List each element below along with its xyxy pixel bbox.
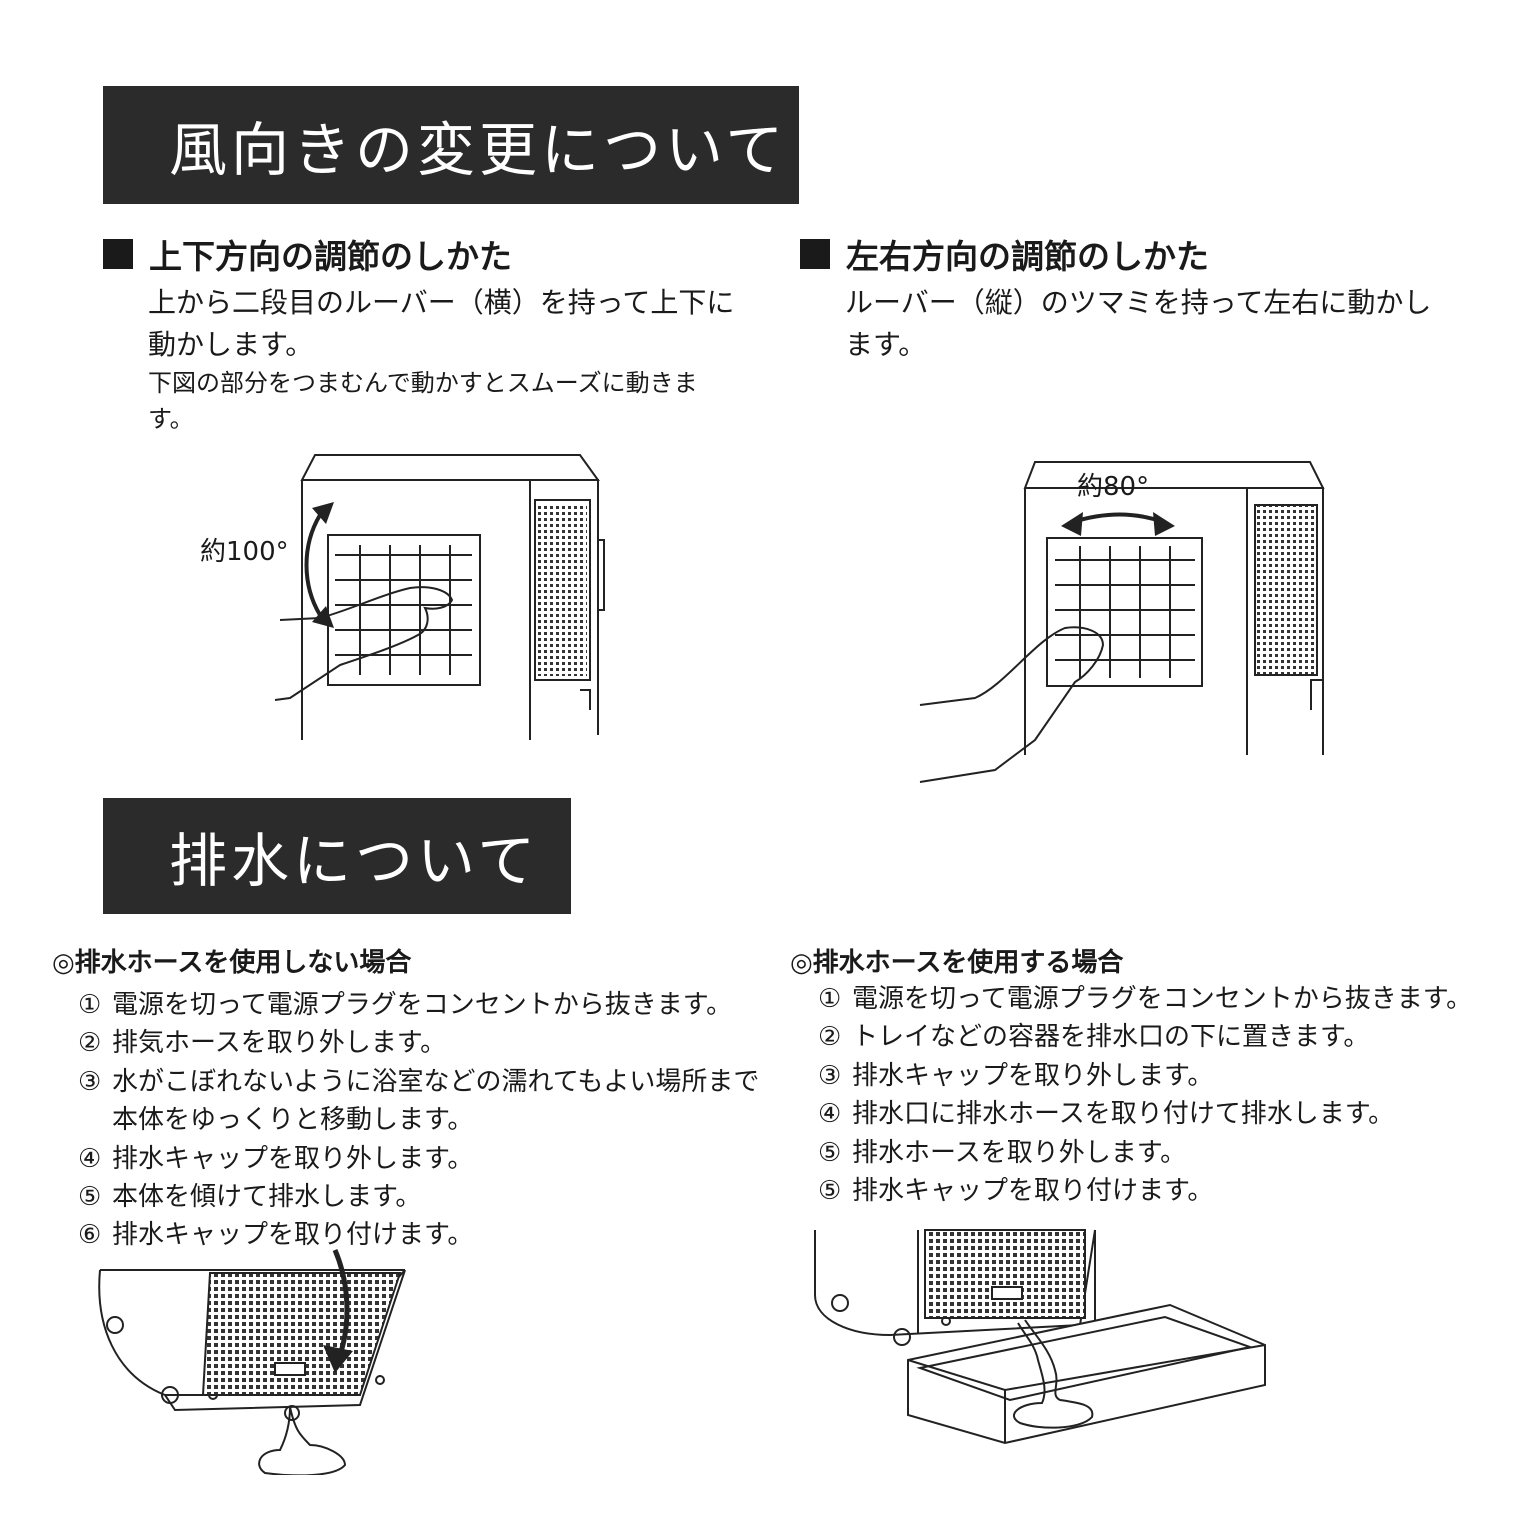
section-title-text: 排水について bbox=[169, 827, 540, 895]
illustration-horizontal-louver: 約80° bbox=[919, 461, 1325, 783]
vertical-adjust-body: 上から二段目のルーバー（横）を持って上下に動かします。 bbox=[148, 286, 735, 361]
case-title-no-hose: ◎排水ホースを使用しない場合 bbox=[52, 948, 412, 978]
section-title-drainage: 排水について bbox=[103, 798, 571, 914]
illustration-hose-drain bbox=[814, 1229, 1266, 1445]
heading-text: 上下方向の調節のしかた bbox=[149, 237, 512, 276]
heading-text: 左右方向の調節のしかた bbox=[846, 237, 1209, 276]
angle-label-vertical: 約100° bbox=[200, 537, 289, 567]
heading-vertical-adjust: 上下方向の調節のしかた bbox=[103, 230, 512, 278]
horizontal-adjust-body: ルーバー（縦）のツマミを持って左右に動かします。 bbox=[845, 286, 1432, 361]
square-bullet-icon bbox=[800, 239, 830, 269]
angle-label-horizontal: 約80° bbox=[1077, 472, 1149, 502]
vertical-adjust-note: 下図の部分をつまむんで動かすとスムーズに動きます。 bbox=[148, 369, 698, 433]
case-title-with-hose: ◎排水ホースを使用する場合 bbox=[790, 948, 1124, 978]
section-title-wind-direction: 風向きの変更について bbox=[103, 86, 799, 204]
heading-horizontal-adjust: 左右方向の調節のしかた bbox=[800, 230, 1209, 278]
square-bullet-icon bbox=[103, 239, 133, 269]
illustration-vertical-louver: 約100° bbox=[200, 454, 605, 740]
illustration-tilt-drain bbox=[98, 1249, 406, 1475]
section-title-text: 風向きの変更について bbox=[169, 116, 788, 184]
